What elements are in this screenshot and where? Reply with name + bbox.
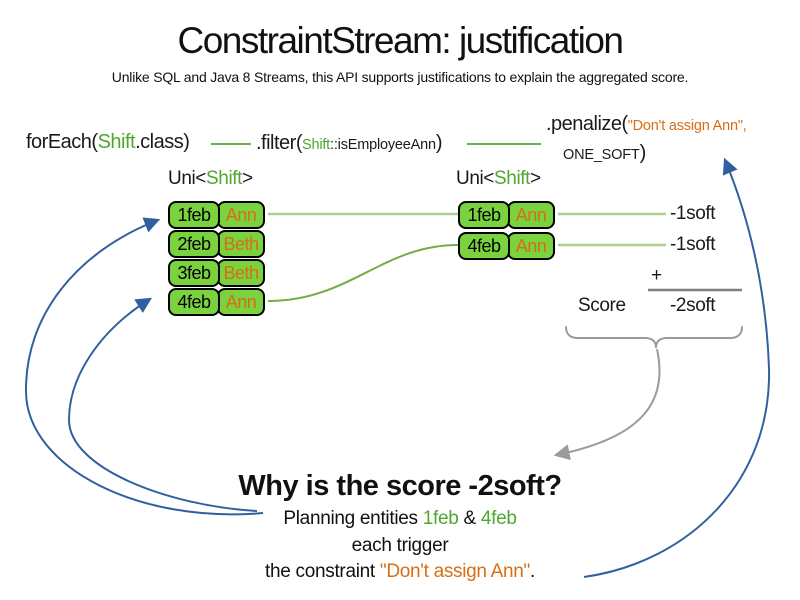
shift-date-cell: 2feb bbox=[168, 230, 220, 258]
filter-close: ) bbox=[435, 132, 443, 154]
right-row-1feb: 1feb Ann bbox=[458, 201, 555, 229]
filter-method: ::isEmployeeAnn bbox=[330, 137, 436, 153]
why-heading: Why is the score -2soft? bbox=[238, 470, 562, 502]
score-label: Score bbox=[578, 295, 626, 316]
line1-entity1: 1feb bbox=[422, 508, 459, 529]
explanation-line-2: each trigger bbox=[351, 535, 449, 556]
uni-post: > bbox=[530, 168, 541, 189]
uni-class: Shift bbox=[494, 168, 531, 189]
shift-date-cell: 4feb bbox=[458, 232, 510, 260]
shift-employee-cell: Ann bbox=[217, 201, 265, 229]
left-row-1feb: 1feb Ann bbox=[168, 201, 265, 229]
shift-employee-cell: Ann bbox=[507, 232, 555, 260]
uni-pre: Uni< bbox=[456, 168, 495, 189]
foreach-post: .class) bbox=[135, 131, 190, 153]
code-penalize-line2: ONE_SOFT) bbox=[563, 142, 646, 165]
foreach-pre: forEach( bbox=[26, 131, 98, 153]
shift-date-cell: 3feb bbox=[168, 259, 220, 287]
uni-pre: Uni< bbox=[168, 168, 207, 189]
explanation-line-3: the constraint "Don't assign Ann". bbox=[0, 561, 800, 583]
uni-post: > bbox=[242, 168, 253, 189]
code-foreach: forEach(Shift.class) bbox=[26, 131, 190, 154]
line3-constraint: "Don't assign Ann" bbox=[379, 561, 530, 582]
line1-entity2: 4feb bbox=[480, 508, 517, 529]
penalty-value-1: -1soft bbox=[670, 203, 716, 224]
penalize-close: ) bbox=[639, 142, 647, 164]
line1-pre: Planning entities bbox=[283, 508, 423, 529]
uni-class: Shift bbox=[206, 168, 243, 189]
left-row-2feb: 2feb Beth bbox=[168, 230, 265, 258]
slide-subtitle: Unlike SQL and Java 8 Streams, this API … bbox=[111, 69, 689, 85]
code-filter: .filter(Shift::isEmployeeAnn) bbox=[256, 132, 443, 155]
shift-employee-cell: Ann bbox=[217, 288, 265, 316]
shift-employee-cell: Ann bbox=[507, 201, 555, 229]
shift-date-cell: 1feb bbox=[168, 201, 220, 229]
line3-post: . bbox=[529, 561, 535, 582]
right-stream-label: Uni<Shift> bbox=[456, 168, 541, 190]
plus-sign: + bbox=[651, 265, 662, 286]
left-row-4feb: 4feb Ann bbox=[168, 288, 265, 316]
shift-employee-cell: Beth bbox=[217, 230, 265, 258]
penalize-pre: .penalize( bbox=[546, 113, 628, 135]
penalty-value-2: -1soft bbox=[670, 234, 716, 255]
score-total: -2soft bbox=[670, 295, 716, 316]
left-stream-label: Uni<Shift> bbox=[168, 168, 253, 190]
code-penalize-line1: .penalize("Don't assign Ann", bbox=[546, 113, 747, 136]
filter-pre: .filter( bbox=[256, 132, 303, 154]
right-row-4feb: 4feb Ann bbox=[458, 232, 555, 260]
filter-class: Shift bbox=[302, 137, 331, 153]
shift-employee-cell: Beth bbox=[217, 259, 265, 287]
row-4feb-connector bbox=[267, 244, 459, 302]
line1-mid: & bbox=[458, 508, 481, 529]
foreach-class: Shift bbox=[97, 131, 136, 153]
score-brace bbox=[565, 326, 743, 349]
penalize-arg1: "Don't assign Ann", bbox=[627, 118, 747, 134]
penalize-arg2: ONE_SOFT bbox=[563, 147, 640, 163]
slide-title: ConstraintStream: justification bbox=[177, 20, 624, 61]
line3-pre: the constraint bbox=[265, 561, 380, 582]
shift-date-cell: 1feb bbox=[458, 201, 510, 229]
shift-date-cell: 4feb bbox=[168, 288, 220, 316]
score-to-why-arrow bbox=[553, 348, 661, 461]
left-row-3feb: 3feb Beth bbox=[168, 259, 265, 287]
explanation-line-1: Planning entities 1feb & 4feb bbox=[0, 508, 800, 530]
